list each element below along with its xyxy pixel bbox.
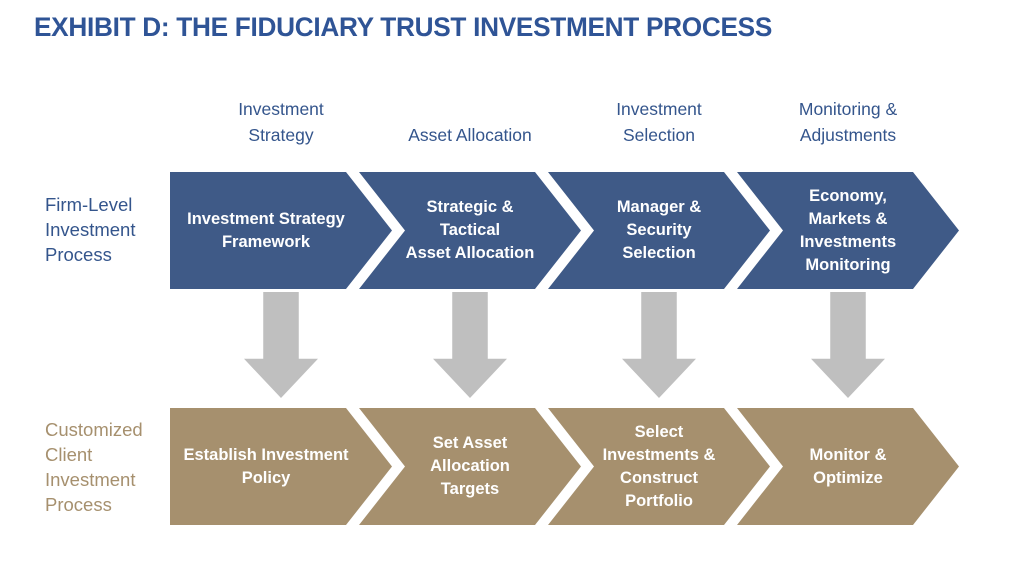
client-chevron-establish-investment-policy: Establish Investment Policy [170,408,392,525]
firm-chevron-strategic-tactical-asset-allocation: Strategic & Tactical Asset Allocation [359,172,581,289]
client-step-label: Establish Investment Policy [183,445,349,487]
firm-step-label: Economy, Markets & Investments Monitorin… [799,186,897,274]
down-arrow-icon [244,292,318,398]
firm-step-label: Strategic & Tactical Asset Allocation [405,198,535,262]
down-arrow-icon [811,292,885,398]
firm-step-label: Investment Strategy Framework [187,209,345,251]
firm-chevron-manager-security-selection: Manager & Security Selection [548,172,770,289]
client-chevron-set-asset-allocation-targets: Set Asset Allocation Targets [359,408,581,525]
down-arrow-icon [622,292,696,398]
client-step-label: Select Investments & Construct Portfolio [602,422,716,510]
firm-process-row-label: Firm-Level Investment Process [45,194,136,265]
column-header-monitoring-adjustments: Monitoring & Adjustments [798,99,898,145]
firm-step-label: Manager & Security Selection [616,198,702,262]
firm-chevron-economy-markets-monitoring: Economy, Markets & Investments Monitorin… [737,172,959,289]
client-step-label: Set Asset Allocation Targets [430,434,510,498]
column-header-asset-allocation: Asset Allocation [408,125,532,145]
page-title: EXHIBIT D: THE FIDUCIARY TRUST INVESTMEN… [34,12,773,42]
client-chevron-monitor-optimize: Monitor & Optimize [737,408,959,525]
client-step-label: Monitor & Optimize [809,445,887,487]
firm-chevron-investment-strategy-framework: Investment Strategy Framework [170,172,392,289]
column-header-investment-strategy: Investment Strategy [238,99,324,145]
column-header-investment-selection: Investment Selection [616,99,702,145]
client-chevron-select-investments-construct-portfolio: Select Investments & Construct Portfolio [548,408,770,525]
client-process-row-label: Customized Client Investment Process [45,419,143,515]
down-arrow-icon [433,292,507,398]
